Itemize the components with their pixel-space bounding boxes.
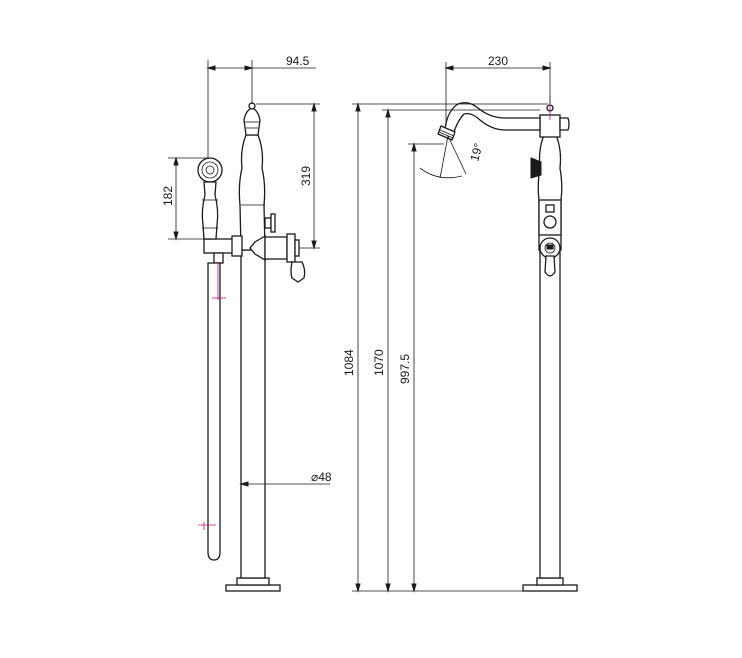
front-base-plate — [522, 584, 578, 592]
dim-spout-outlet-height: 997.5 — [398, 354, 412, 384]
front-spout — [444, 102, 541, 133]
dim-handshower-height: 182 — [161, 186, 175, 206]
side-view — [197, 102, 306, 592]
dimension-lines — [168, 60, 552, 593]
side-base-collar — [236, 577, 270, 586]
front-base-collar — [536, 577, 564, 586]
dim-pipe-diameter: ⌀48 — [311, 470, 332, 484]
dim-spout-angle: 19° — [467, 141, 485, 162]
handshower-hose — [207, 262, 221, 561]
side-hose — [213, 252, 224, 264]
side-lever-handle — [290, 261, 306, 283]
side-main-pipe — [240, 249, 266, 579]
side-base-plate — [225, 584, 281, 592]
dim-outlet-height: 319 — [299, 166, 313, 186]
dim-spout-reach: 230 — [488, 54, 508, 68]
side-upper-body — [238, 134, 266, 251]
dimension-labels: 94.5 182 319 ⌀48 230 19° 1084 1070 997.5 — [161, 54, 508, 484]
front-side-knob — [530, 157, 542, 179]
front-main-pipe — [539, 249, 561, 579]
side-top-handle — [243, 107, 261, 136]
front-view — [419, 96, 578, 592]
dim-handshower-offset: 94.5 — [286, 54, 310, 68]
dim-spout-top-height: 1070 — [372, 349, 386, 376]
handshower-handle — [201, 181, 219, 240]
dim-total-height: 1084 — [342, 349, 356, 376]
